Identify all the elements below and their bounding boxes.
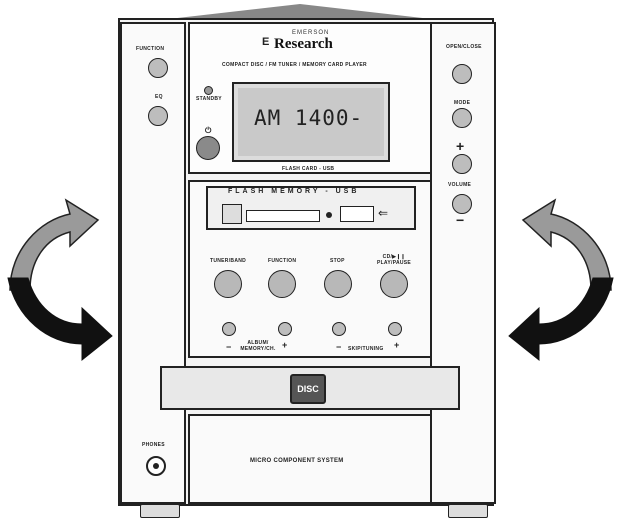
volume-label: VOLUME — [448, 182, 472, 188]
usb-icon: ⇐ — [378, 206, 389, 220]
album-plus-button[interactable] — [278, 322, 292, 336]
compact-disc-logo: DISC — [290, 374, 326, 404]
volume-minus-label: − — [456, 212, 465, 228]
left-side-panel — [120, 22, 186, 504]
usb-indicator — [326, 212, 332, 218]
function-center-label: FUNCTION — [268, 258, 297, 264]
play-pause-label: CD/▶❙❙ PLAY/PAUSE — [376, 254, 412, 266]
mode-button[interactable] — [452, 108, 472, 128]
album-minus-button[interactable] — [222, 322, 236, 336]
function-label: FUNCTION — [136, 46, 165, 52]
volume-plus-label: + — [456, 138, 465, 154]
left-foot — [140, 504, 180, 518]
skip-tuning-label: SKIP/TUNING — [348, 346, 384, 352]
bottom-section — [188, 414, 432, 504]
card-slot-icon — [222, 204, 242, 224]
power-symbol: ⏻ — [205, 126, 212, 135]
skip-plus-button[interactable] — [388, 322, 402, 336]
usb-port[interactable] — [340, 206, 374, 222]
volume-down-button[interactable] — [452, 194, 472, 214]
brand-logo: E EMERSON Research — [262, 30, 372, 54]
play-pause-button[interactable] — [380, 270, 408, 298]
memory-card-slot[interactable] — [246, 210, 320, 222]
open-close-label: OPEN/CLOSE — [446, 44, 482, 50]
brand-name: Research — [274, 36, 333, 52]
standby-indicator — [204, 86, 213, 95]
top-cap — [160, 4, 440, 20]
tuner-band-label: TUNER/BAND — [210, 258, 247, 264]
skip-minus-button[interactable] — [332, 322, 346, 336]
lcd-display — [232, 82, 390, 162]
function-button[interactable] — [148, 58, 168, 78]
phones-label: PHONES — [142, 442, 165, 448]
eq-label: EQ — [155, 94, 163, 100]
tuner-band-button[interactable] — [214, 270, 242, 298]
stop-button[interactable] — [324, 270, 352, 298]
album-memory-label: ALBUM/ MEMORY/CH. — [240, 340, 276, 352]
power-button[interactable] — [196, 136, 220, 160]
phones-jack[interactable] — [146, 456, 166, 476]
right-foot — [448, 504, 488, 518]
volume-up-button[interactable] — [452, 154, 472, 174]
eq-button[interactable] — [148, 106, 168, 126]
brand-tagline: EMERSON — [292, 30, 330, 36]
rotate-right-arrows-icon — [508, 198, 614, 362]
flash-memory-title: FLASH MEMORY - USB — [228, 188, 360, 195]
mode-label: MODE — [454, 100, 471, 106]
brand-mark: E — [262, 36, 270, 48]
product-line-label: COMPACT DISC / FM TUNER / MEMORY CARD PL… — [222, 62, 367, 68]
right-side-panel — [430, 22, 496, 504]
flash-card-usb-label: FLASH CARD - USB — [282, 166, 335, 172]
lcd-readout: AM 1400- — [254, 106, 364, 130]
skip-minus-sign: − — [336, 342, 342, 352]
standby-label: STANDBY — [196, 96, 222, 102]
stop-label: STOP — [330, 258, 345, 264]
system-name-label: MICRO COMPONENT SYSTEM — [250, 458, 344, 464]
function-center-button[interactable] — [268, 270, 296, 298]
album-plus-sign: + — [282, 340, 288, 350]
open-close-button[interactable] — [452, 64, 472, 84]
rotate-left-arrows-icon — [7, 198, 113, 362]
skip-plus-sign: + — [394, 340, 400, 350]
album-minus-sign: − — [226, 342, 232, 352]
